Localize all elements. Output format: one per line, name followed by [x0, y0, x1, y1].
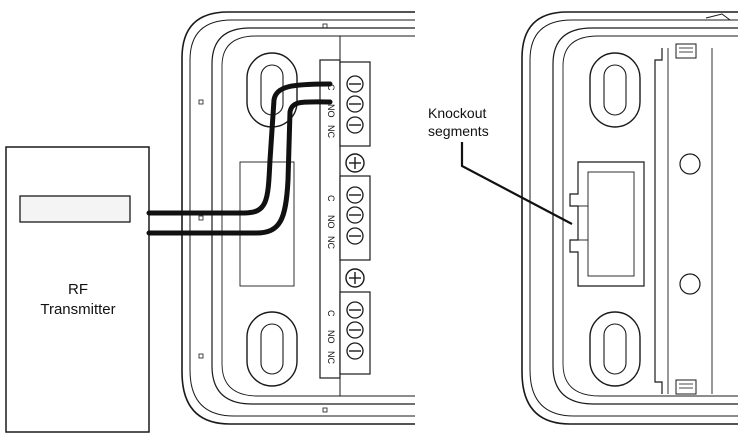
terminal-label: C [326, 84, 336, 91]
callout-label-line2: segments [428, 123, 489, 139]
knockout-segments [569, 161, 645, 287]
transmitter-label-line1: RF [68, 281, 88, 298]
transmitter-label-line2: Transmitter [40, 301, 115, 318]
callout-leader [460, 142, 573, 225]
wire-c [146, 81, 333, 216]
callout-label-line1: Knockout [428, 105, 486, 121]
terminal-label: NC [326, 236, 336, 249]
enclosure2-outer-rim [529, 19, 738, 417]
enclosure-notch [198, 99, 204, 105]
enclosure-outer-rim [189, 19, 415, 417]
wire-no [146, 99, 333, 236]
knockout-callout: Knockout segments [428, 105, 573, 225]
terminal-label: NC [326, 351, 336, 364]
clip-tab [705, 13, 731, 21]
terminal-label: NO [326, 104, 336, 118]
clip-bottom [675, 379, 697, 395]
terminal-label: NO [326, 215, 336, 229]
clip-top [675, 43, 697, 59]
transmitter-body [5, 146, 150, 433]
enclosure-notch [198, 215, 204, 221]
enclosure-notch [322, 23, 328, 29]
transmitter-display [19, 195, 131, 223]
side-rail [654, 48, 663, 394]
terminal-label: C [326, 310, 336, 317]
knockout-area [239, 161, 295, 287]
enclosure-notch [322, 407, 328, 413]
mounting-slot2-bottom-inner [603, 323, 627, 375]
enclosure-knockouts [521, 11, 738, 425]
mounting-hole [679, 153, 701, 175]
knockout-inner [587, 171, 635, 277]
terminal-labels: C NO NC C NO NC C NO NC [326, 84, 336, 364]
mounting-hole [679, 273, 701, 295]
enclosure2-inner-floor [562, 35, 738, 397]
enclosure2-outer-shell [521, 11, 738, 425]
terminal-screws [339, 61, 371, 375]
wires [146, 81, 333, 236]
enclosure-outer-shell [181, 11, 415, 425]
mounting-slot2-top-inner [603, 64, 627, 116]
mounting-slot-bottom-inner [260, 323, 284, 375]
enclosure-notch [198, 353, 204, 359]
terminal-label: NC [326, 125, 336, 138]
rf-transmitter: RF Transmitter [5, 146, 150, 433]
enclosure-wired [181, 11, 415, 425]
terminal-label: NO [326, 330, 336, 344]
terminal-label: C [326, 195, 336, 202]
